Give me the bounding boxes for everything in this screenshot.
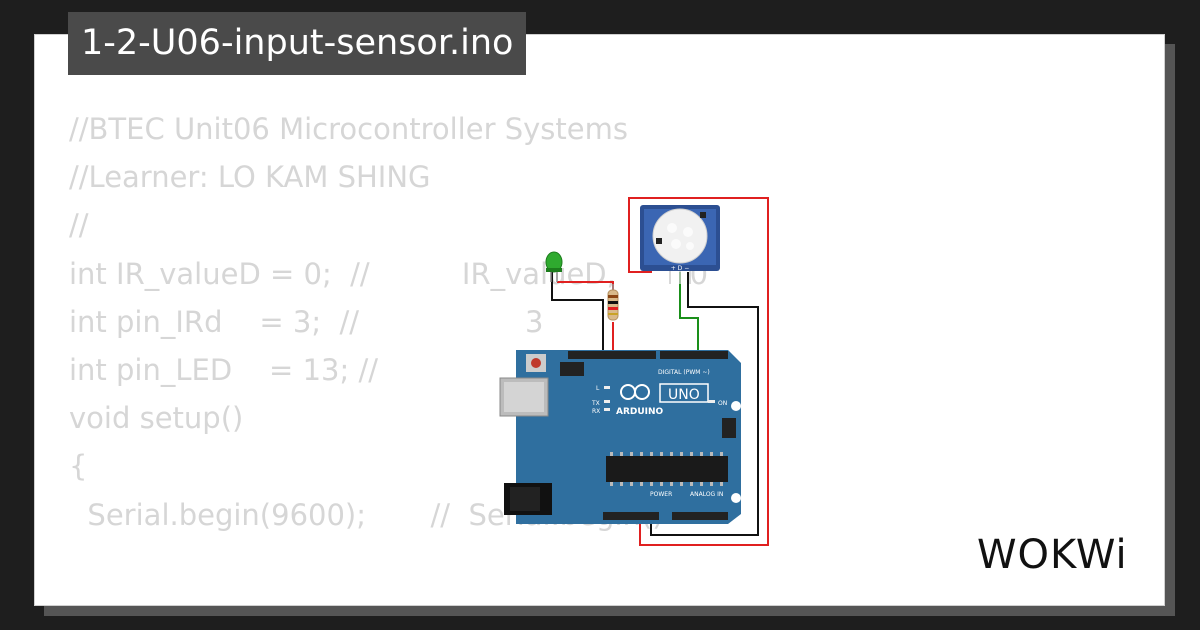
led: [545, 251, 563, 282]
digital-header-label: DIGITAL (PWM ~): [658, 369, 710, 376]
code-line: void setup(): [69, 401, 244, 436]
board-brand: ARDUINO: [616, 407, 664, 417]
wokwi-logo: WOKWi: [977, 532, 1128, 576]
circuit-diagram: + D − DIGITAL (PWM ~) ARDUINO UNO L TX R…: [499, 197, 769, 546]
preview-card: //BTEC Unit06 Microcontroller Systems//L…: [34, 34, 1165, 606]
code-line: //Learner: LO KAM SHING: [69, 160, 431, 195]
board-model: UNO: [668, 387, 700, 403]
arduino-uno: DIGITAL (PWM ~) ARDUINO UNO L TX RX ON P…: [499, 350, 741, 524]
led-l-label: L: [596, 385, 600, 392]
pir-sensor: + D −: [640, 205, 720, 284]
tx-label: TX: [591, 400, 600, 407]
code-line: //BTEC Unit06 Microcontroller Systems: [69, 112, 628, 146]
wokwi-logo-text: WOKWi: [977, 532, 1128, 576]
code-line: int pin_LED = 13; // 13: [69, 353, 563, 388]
rx-label: RX: [592, 408, 600, 415]
wire-red-led: [557, 281, 614, 290]
resistor: [607, 284, 619, 321]
wire-red-power: [628, 197, 769, 546]
project-title: 1-2-U06-input-sensor.ino: [68, 12, 527, 75]
code-preview: //BTEC Unit06 Microcontroller Systems//L…: [69, 105, 708, 539]
analog-label: ANALOG IN: [690, 491, 723, 498]
code-line: {: [69, 449, 88, 484]
wire-green-signal: [679, 272, 699, 352]
wire-black-ground: [650, 272, 759, 536]
power-label: POWER: [650, 491, 672, 498]
code-line: //: [69, 208, 89, 243]
on-label: ON: [718, 400, 727, 407]
pir-pins-label: + D −: [671, 265, 690, 272]
wire-black-led: [551, 272, 604, 352]
code-line: int pin_IRd = 3; // 3: [69, 304, 544, 339]
